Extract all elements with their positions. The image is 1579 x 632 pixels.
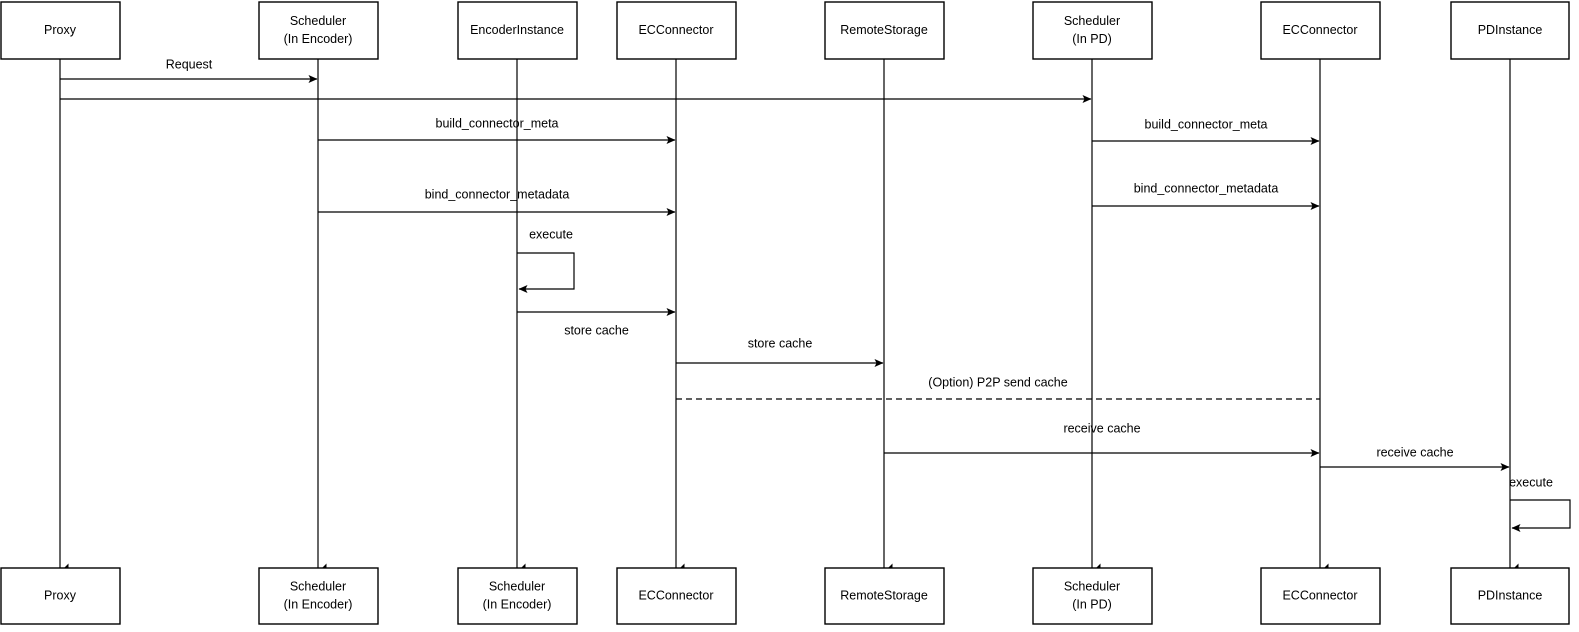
bottom-participant-label-ecconn_enc: ECConnector (638, 588, 713, 602)
messages-group: Request build_connector_meta build_connect… (60, 57, 1510, 471)
bottom-participant-box-ecconn_enc[interactable] (616, 567, 737, 625)
top-participant-box-sched_pd[interactable] (1032, 1, 1153, 60)
bottom-participant-label-sched_pd-line1: Scheduler (1064, 579, 1120, 593)
top-participant-box-ecconn_pd[interactable] (1260, 1, 1381, 60)
bottom-participant-sched_pd[interactable]: Scheduler (In PD) (1032, 567, 1153, 625)
bottom-participant-label-pd_inst: PDInstance (1478, 588, 1543, 602)
top-participant-box-encoder_inst[interactable] (457, 1, 578, 60)
bottom-participant-sched_enc[interactable]: Scheduler (In Encoder) (258, 567, 379, 625)
message-label-m8: store cache (748, 336, 813, 350)
top-participant-ecconn_enc[interactable]: ECConnector (616, 1, 737, 60)
self-messages-group: execute execute (517, 227, 1571, 532)
bottom-participant-box-sched_enc[interactable] (258, 567, 379, 625)
bottom-participant-label-proxy: Proxy (44, 588, 77, 602)
bottom-participant-label-ecconn_pd: ECConnector (1282, 588, 1357, 602)
bottom-participant-boxes: Proxy Scheduler (In Encoder) Scheduler (In E… (0, 567, 1570, 625)
bottom-participant-ecconn_enc[interactable]: ECConnector (616, 567, 737, 625)
bottom-participant-label-sched_enc-line2: (In Encoder) (284, 597, 353, 611)
message-label-m10: receive cache (1063, 421, 1140, 435)
bottom-participant-box-sched_pd[interactable] (1032, 567, 1153, 625)
message-label-m5: bind_connector_metadata (425, 187, 570, 201)
top-participant-label-ecconn_enc: ECConnector (638, 23, 713, 37)
self-message-loop-s2 (1510, 499, 1571, 532)
bottom-participant-box-remote_store[interactable] (824, 567, 945, 625)
bottom-participant-encoder_inst[interactable]: Scheduler (In Encoder) (457, 567, 578, 625)
message-label-m1: Request (166, 57, 213, 71)
bottom-participant-label-encoder_inst-line1: Scheduler (489, 579, 545, 593)
bottom-participant-box-ecconn_pd[interactable] (1260, 567, 1381, 625)
top-participant-boxes: Proxy Scheduler (In Encoder) EncoderInstanc… (0, 1, 1570, 60)
top-participant-encoder_inst[interactable]: EncoderInstance (457, 1, 578, 60)
bottom-participant-remote_store[interactable]: RemoteStorage (824, 567, 945, 625)
top-participant-box-ecconn_enc[interactable] (616, 1, 737, 60)
bottom-participant-label-remote_store: RemoteStorage (840, 588, 928, 602)
top-participant-proxy[interactable]: Proxy (0, 1, 121, 60)
message-label-m4: build_connector_meta (1145, 117, 1268, 131)
top-participant-box-proxy[interactable] (0, 1, 121, 60)
top-participant-sched_enc[interactable]: Scheduler (In Encoder) (258, 1, 379, 60)
bottom-participant-box-encoder_inst[interactable] (457, 567, 578, 625)
bottom-participant-label-sched_pd-line2: (In PD) (1072, 597, 1112, 611)
bottom-participant-label-encoder_inst-line2: (In Encoder) (483, 597, 552, 611)
top-participant-label-pd_inst: PDInstance (1478, 23, 1543, 37)
message-label-m7: store cache (564, 323, 629, 337)
top-participant-box-sched_enc[interactable] (258, 1, 379, 60)
top-participant-ecconn_pd[interactable]: ECConnector (1260, 1, 1381, 60)
message-label-m3: build_connector_meta (436, 116, 559, 130)
bottom-participant-proxy[interactable]: Proxy (0, 567, 121, 625)
top-participant-label-sched_enc-line2: (In Encoder) (284, 32, 353, 46)
top-participant-label-encoder_inst: EncoderInstance (470, 23, 564, 37)
top-participant-remote_store[interactable]: RemoteStorage (824, 1, 945, 60)
top-participant-label-sched_enc-line1: Scheduler (290, 14, 346, 28)
top-participant-sched_pd[interactable]: Scheduler (In PD) (1032, 1, 1153, 60)
message-label-m6: bind_connector_metadata (1134, 181, 1279, 195)
top-participant-pd_inst[interactable]: PDInstance (1450, 1, 1570, 60)
top-participant-label-proxy: Proxy (44, 23, 77, 37)
message-label-m11: receive cache (1376, 445, 1453, 459)
bottom-participant-box-pd_inst[interactable] (1450, 567, 1570, 625)
message-label-m9: (Option) P2P send cache (928, 375, 1067, 389)
top-participant-label-ecconn_pd: ECConnector (1282, 23, 1357, 37)
top-participant-label-remote_store: RemoteStorage (840, 23, 928, 37)
top-participant-box-pd_inst[interactable] (1450, 1, 1570, 60)
self-message-label-s2: execute (1509, 475, 1553, 489)
bottom-participant-pd_inst[interactable]: PDInstance (1450, 567, 1570, 625)
top-participant-box-remote_store[interactable] (824, 1, 945, 60)
top-participant-label-sched_pd-line2: (In PD) (1072, 32, 1112, 46)
self-message-loop-s1 (517, 252, 575, 293)
bottom-participant-ecconn_pd[interactable]: ECConnector (1260, 567, 1381, 625)
top-participant-label-sched_pd-line1: Scheduler (1064, 14, 1120, 28)
bottom-participant-box-proxy[interactable] (0, 567, 121, 625)
bottom-participant-label-sched_enc-line1: Scheduler (290, 579, 346, 593)
self-message-label-s1: execute (529, 227, 573, 241)
lifelines-group (59, 59, 1519, 573)
